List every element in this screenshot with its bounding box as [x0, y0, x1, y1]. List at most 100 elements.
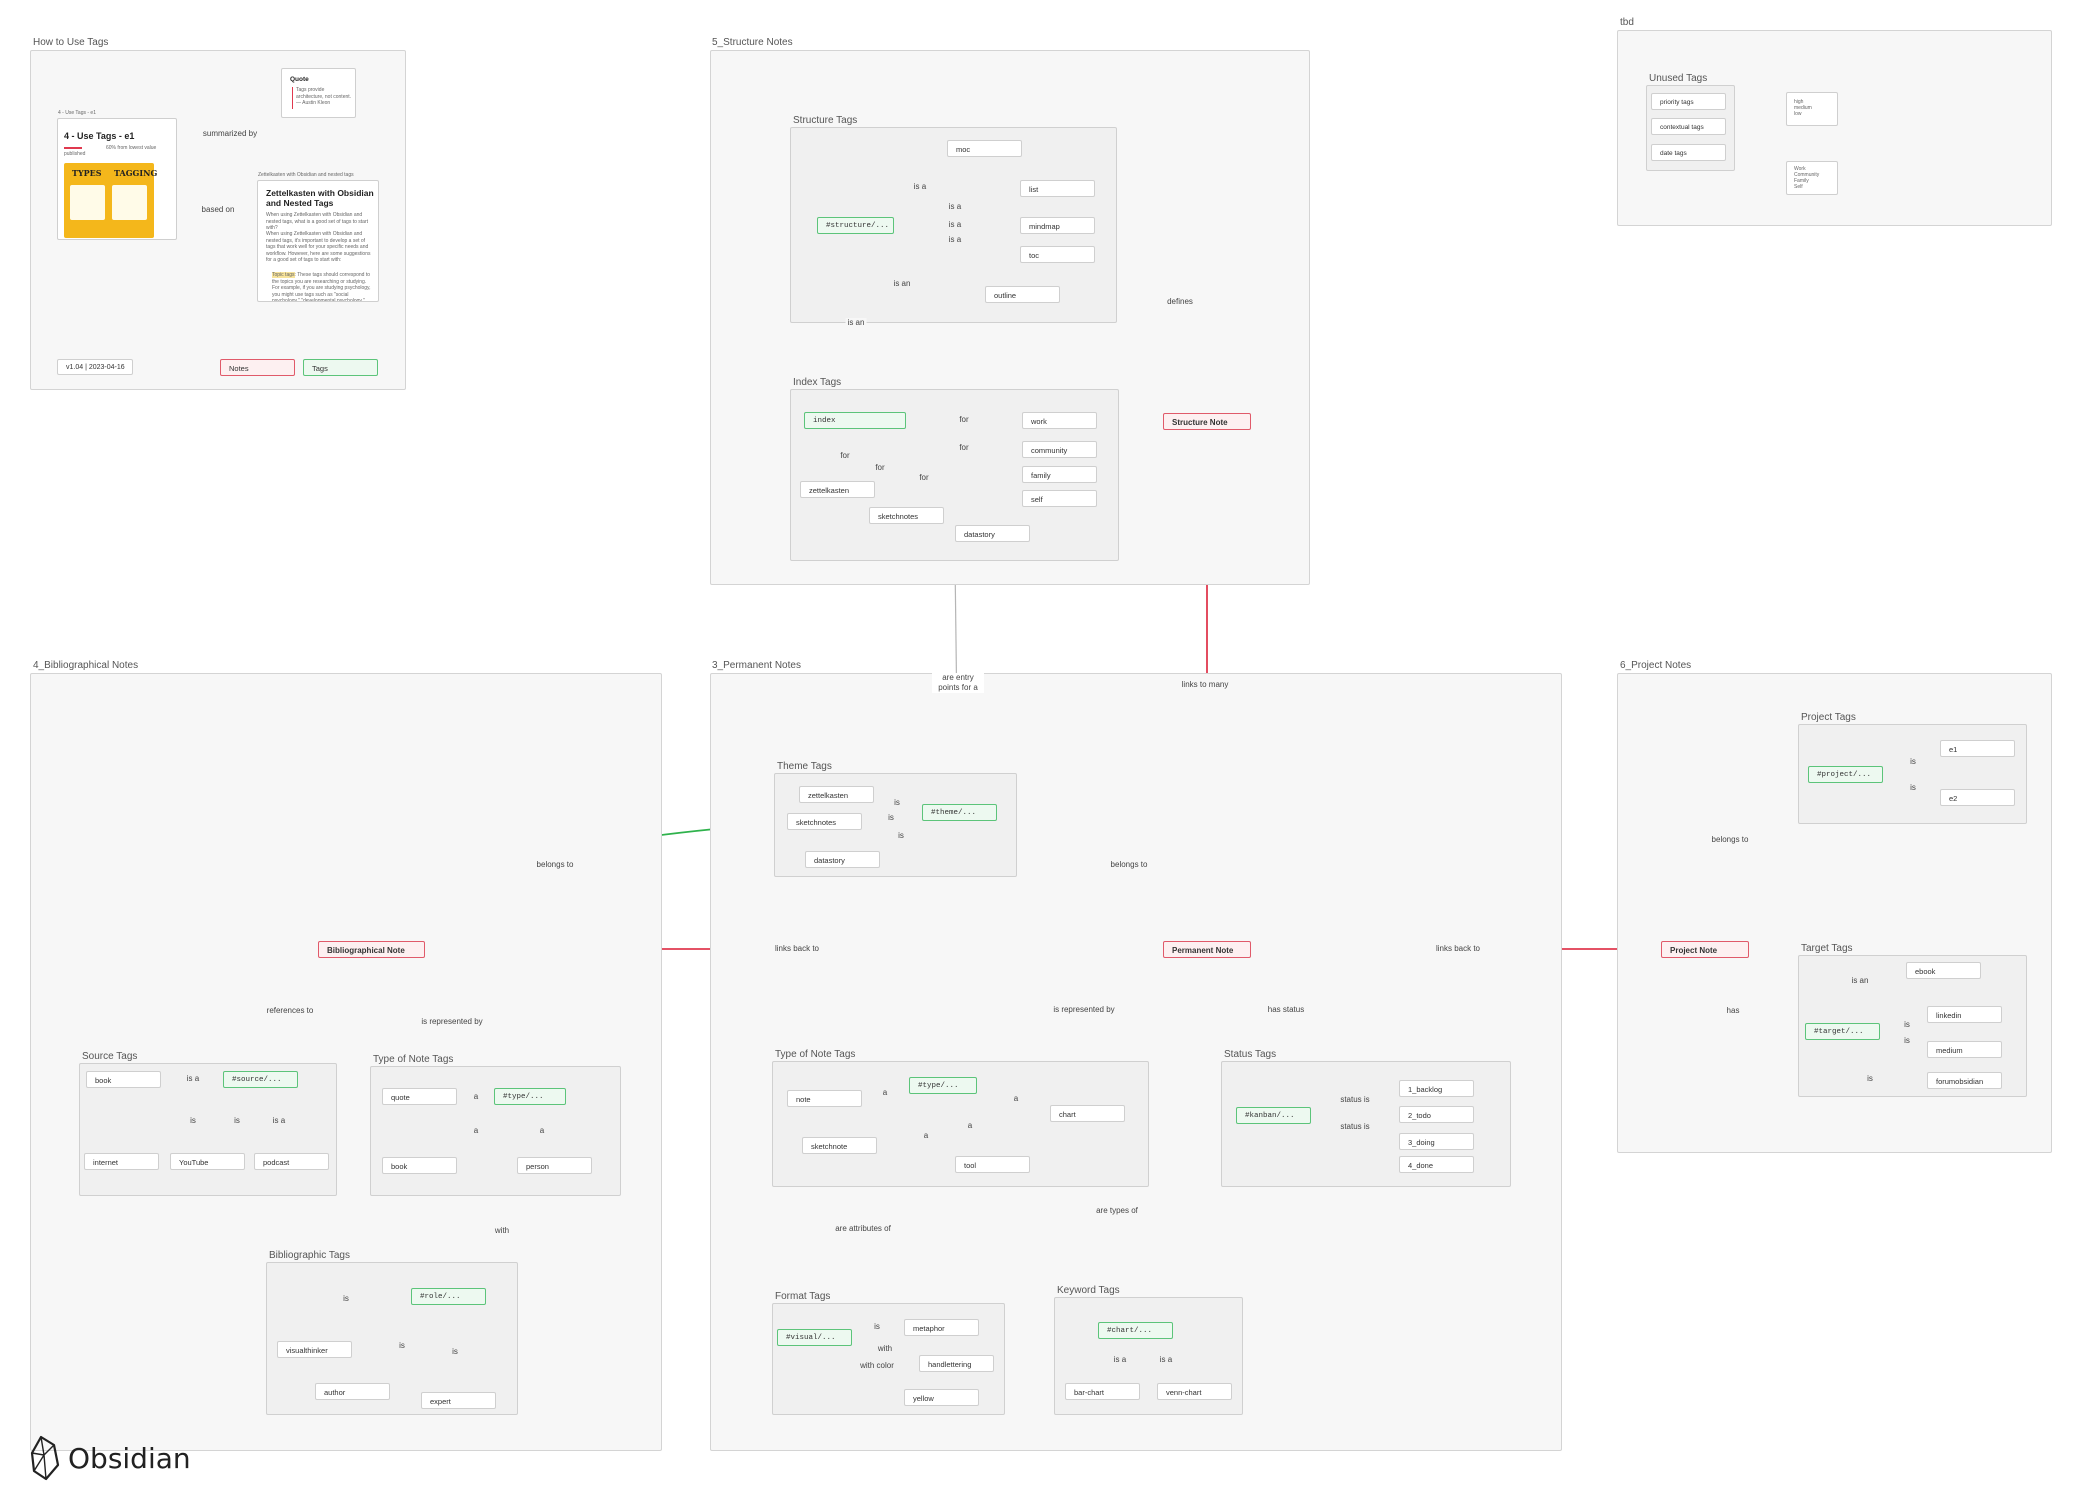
perm-sketchnote-node[interactable]: sketchnote — [802, 1137, 877, 1154]
priority-high: high — [1794, 99, 1804, 105]
work-node[interactable]: work — [1022, 412, 1097, 429]
theme-zettelkasten-node[interactable]: zettelkasten — [799, 786, 874, 803]
quote-node[interactable]: quote — [382, 1088, 457, 1105]
group-label-target-tags: Target Tags — [1801, 943, 1853, 954]
edge-label-based-on: based on — [199, 205, 237, 215]
edge-label-proj-is1: is — [1908, 757, 1918, 767]
role-tag[interactable]: #role/... — [411, 1288, 486, 1305]
community-node[interactable]: community — [1022, 441, 1097, 458]
ctx-community: Community — [1794, 172, 1820, 178]
ebook-node[interactable]: ebook — [1906, 962, 1981, 979]
structure-note[interactable]: Structure Note — [1163, 413, 1251, 430]
edge-label-visual-with-color: with color — [858, 1361, 896, 1371]
bib-type-tag[interactable]: #type/... — [494, 1088, 566, 1105]
version-node[interactable]: v1.04 | 2023-04-16 — [57, 359, 133, 375]
structure-tag[interactable]: #structure/... — [817, 217, 894, 234]
theme-datastory-node[interactable]: datastory — [805, 851, 880, 868]
index-zettelkasten-node[interactable]: zettelkasten — [800, 481, 875, 498]
group-bibliographic-tags[interactable] — [266, 1262, 518, 1415]
edge-label-bib-represented: is represented by — [419, 1017, 485, 1027]
legend-tags[interactable]: Tags — [303, 359, 378, 376]
mindmap-node[interactable]: mindmap — [1020, 217, 1095, 234]
toc-node[interactable]: toc — [1020, 246, 1095, 263]
kanban-tag[interactable]: #kanban/... — [1236, 1107, 1311, 1124]
doing-node[interactable]: 3_doing — [1399, 1133, 1474, 1150]
article-p3: Topic tags: These tags should correspond… — [272, 272, 374, 301]
quote-card[interactable]: Quote Tags provide architecture, not con… — [281, 68, 356, 118]
permanent-note[interactable]: Permanent Note — [1163, 941, 1251, 958]
handlettering-node[interactable]: handlettering — [919, 1355, 994, 1372]
edge-label-target-is-an: is an — [1849, 976, 1871, 986]
index-datastory-node[interactable]: datastory — [955, 525, 1030, 542]
priority-values-card[interactable]: high medium low — [1786, 92, 1838, 126]
edge-label-target-is3: is — [1865, 1074, 1875, 1084]
theme-sketchnotes-node[interactable]: sketchnotes — [787, 813, 862, 830]
project-note[interactable]: Project Note — [1661, 941, 1749, 958]
internet-node[interactable]: internet — [84, 1153, 159, 1170]
group-label-theme-tags: Theme Tags — [777, 761, 832, 772]
podcast-node[interactable]: podcast — [254, 1153, 329, 1170]
index-tag[interactable]: index — [804, 412, 906, 429]
moc-node[interactable]: moc — [947, 140, 1022, 157]
medium-node[interactable]: medium — [1927, 1041, 2002, 1058]
source-tag[interactable]: #source/... — [223, 1071, 298, 1088]
edge-label-defines: defines — [1165, 297, 1195, 307]
edge-label-perm-represented: is represented by — [1051, 1005, 1117, 1015]
bib-book-node[interactable]: book — [382, 1157, 457, 1174]
index-sketchnotes-node[interactable]: sketchnotes — [869, 507, 944, 524]
group-label-source-tags: Source Tags — [82, 1051, 138, 1062]
list-node[interactable]: list — [1020, 180, 1095, 197]
e2-node[interactable]: e2 — [1940, 789, 2015, 806]
perm-tool-node[interactable]: tool — [955, 1156, 1030, 1173]
edge-label-source-is2: is — [232, 1116, 242, 1126]
done-node[interactable]: 4_done — [1399, 1156, 1474, 1173]
theme-tag[interactable]: #theme/... — [922, 804, 997, 821]
edge-label-is-a-list: is a — [946, 202, 964, 212]
yellow-node[interactable]: yellow — [904, 1389, 979, 1406]
ctx-work: Work — [1794, 166, 1806, 172]
edge-label-is-an-outline: is an — [891, 279, 913, 289]
bar-chart-node[interactable]: bar-chart — [1065, 1383, 1140, 1400]
edge-label-proj-links-back: links back to — [1433, 944, 1483, 954]
legend-notes[interactable]: Notes — [220, 359, 295, 376]
source-book-node[interactable]: book — [86, 1071, 161, 1088]
perm-chart-node[interactable]: chart — [1050, 1105, 1125, 1122]
article-card[interactable]: Zettelkasten with Obsidian and Nested Ta… — [257, 180, 379, 302]
todo-node[interactable]: 2_todo — [1399, 1106, 1474, 1123]
self-node[interactable]: self — [1022, 490, 1097, 507]
article-caption: Zettelkasten with Obsidian and nested ta… — [258, 172, 354, 178]
author-node[interactable]: author — [315, 1383, 390, 1400]
perm-type-tag[interactable]: #type/... — [909, 1077, 977, 1094]
bibliographical-note[interactable]: Bibliographical Note — [318, 941, 425, 958]
edge-label-entry-points: are entry points for a — [932, 673, 984, 693]
target-tag[interactable]: #target/... — [1805, 1023, 1880, 1040]
group-type-note-tags-bib[interactable] — [370, 1066, 621, 1196]
family-node[interactable]: family — [1022, 466, 1097, 483]
metaphor-node[interactable]: metaphor — [904, 1319, 979, 1336]
edge-label-proj-is2: is — [1908, 783, 1918, 793]
priority-tags-node[interactable]: priority tags — [1651, 93, 1726, 110]
contextual-values-card[interactable]: Work Community Family Self — [1786, 161, 1838, 195]
e1-node[interactable]: e1 — [1940, 740, 2015, 757]
forumobsidian-node[interactable]: forumobsidian — [1927, 1072, 2002, 1089]
contextual-tags-node[interactable]: contextual tags — [1651, 118, 1726, 135]
perm-note-node[interactable]: note — [787, 1090, 862, 1107]
venn-chart-node[interactable]: venn-chart — [1157, 1383, 1232, 1400]
visualthinker-node[interactable]: visualthinker — [277, 1341, 352, 1358]
expert-node[interactable]: expert — [421, 1392, 496, 1409]
linkedin-node[interactable]: linkedin — [1927, 1006, 2002, 1023]
edge-label-is-an-index: is an — [845, 318, 867, 328]
visual-tag[interactable]: #visual/... — [777, 1329, 852, 1346]
youtube-node[interactable]: YouTube — [170, 1153, 245, 1170]
group-label-format-tags: Format Tags — [775, 1291, 831, 1302]
project-tag[interactable]: #project/... — [1808, 766, 1883, 783]
use-tags-card[interactable]: 4 - Use Tags - e1 60% from lowest value … — [57, 118, 177, 240]
outline-node[interactable]: outline — [985, 286, 1060, 303]
person-node[interactable]: person — [517, 1157, 592, 1174]
backlog-node[interactable]: 1_backlog — [1399, 1080, 1474, 1097]
sketch-left — [70, 185, 105, 220]
date-tags-node[interactable]: date tags — [1651, 144, 1726, 161]
chart-tag[interactable]: #chart/... — [1098, 1322, 1173, 1339]
edge-label-status-is2: status is — [1338, 1122, 1372, 1132]
edge-label-bib-type-a3: a — [537, 1126, 547, 1136]
